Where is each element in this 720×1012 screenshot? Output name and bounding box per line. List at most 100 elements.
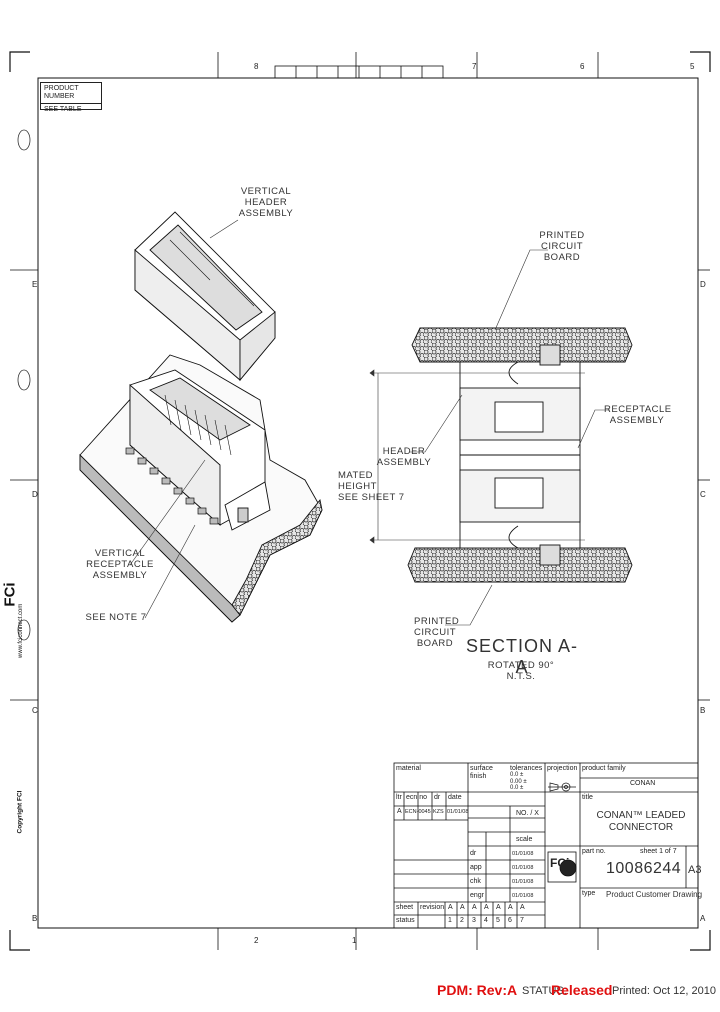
product-number-box: PRODUCT NUMBER SEE TABLE (40, 82, 102, 113)
tb-tolerance-label: tolerances (510, 765, 543, 772)
tb-signoff-chk: chk (470, 878, 481, 885)
tb-revision-row-label: revision (420, 904, 445, 911)
status-value: Released (551, 982, 613, 998)
zone-right-b: B (700, 706, 706, 715)
label-vertical-receptacle: VERTICAL RECEPTACLE ASSEMBLY (86, 548, 154, 581)
frame-corners (9, 51, 711, 951)
tb-type: Product Customer Drawing (606, 890, 703, 899)
tb-rev-val-3: A (472, 904, 477, 911)
side-copyright: Copyright FCI (16, 790, 24, 834)
zone-top-5: 5 (690, 62, 695, 71)
tb-sheet-val-6: 6 (508, 917, 512, 924)
tb-rev-val-2: A (460, 904, 465, 911)
projection-symbol (548, 782, 576, 792)
tb-size: A3 (688, 864, 702, 876)
label-vertical-header: VERTICAL HEADER ASSEMBLY (238, 186, 294, 219)
tb-signoff-date-2: 01/01/08 (512, 865, 534, 871)
iso-header (134, 211, 276, 382)
zone-left-b: B (32, 914, 38, 923)
iso-leaders (129, 219, 239, 619)
iso-receptacle (129, 369, 271, 531)
label-see-note: SEE NOTE 7 (85, 612, 147, 623)
tb-rev-header-ecn: ecn no (406, 794, 428, 801)
tb-part-number-label: part no. (582, 848, 606, 855)
section-pcb-top (411, 327, 633, 363)
tb-rev-header-dr: dr (434, 794, 441, 801)
tb-logo-text: FCi (550, 856, 570, 870)
zone-top-6: 6 (580, 62, 585, 71)
section-leaders (410, 249, 610, 626)
tb-sheet-val-2: 2 (460, 917, 464, 924)
zone-right-a: A (700, 914, 706, 923)
zone-bottom-1: 1 (352, 936, 357, 945)
label-receptacle-assembly: RECEPTACLE ASSEMBLY (604, 404, 672, 426)
zone-top-8: 8 (254, 62, 259, 71)
section-axes (369, 369, 585, 544)
tb-product-family-label: product family (582, 765, 626, 772)
tb-signoff-dr: dr (470, 850, 477, 857)
tb-signoff-date-4: 01/01/08 (512, 893, 534, 899)
zone-ticks (10, 52, 710, 950)
tb-signoff-date-1: 01/01/08 (512, 851, 534, 857)
tb-scale-label: scale (516, 836, 533, 843)
tb-rev-val-5: A (496, 904, 501, 911)
side-logo-site: www.fciconnect.com (18, 603, 24, 658)
tb-product-family: CONAN (630, 780, 656, 787)
zone-left-e: E (32, 280, 38, 289)
product-number-label: PRODUCT NUMBER (41, 83, 101, 104)
punch-holes (17, 129, 31, 641)
tb-part-number: 10086244 (606, 860, 682, 877)
tb-rev-val-1: A (448, 904, 453, 911)
title-block-logo (547, 851, 577, 883)
tb-sheet-val-7: 7 (520, 917, 524, 924)
status-label: STATUS: (522, 985, 567, 997)
printed-date: Printed: Oct 12, 2010 (612, 985, 716, 997)
tb-material-label: material (396, 765, 421, 772)
tb-rev-header-date: date (448, 794, 462, 801)
iso-receptacle-pins (125, 447, 219, 525)
side-logo-brand: FCi (1, 582, 19, 607)
tb-rev-val-6: A (508, 904, 513, 911)
tb-sheet: sheet 1 of 7 (640, 848, 677, 855)
product-number-value: SEE TABLE (44, 106, 82, 113)
zone-right-d: D (700, 280, 706, 289)
tb-signoff-app: app (470, 864, 482, 871)
tb-surface-finish-label: surface finish (470, 765, 493, 780)
tb-title-label: title (582, 794, 593, 801)
iso-header-contacts (169, 231, 255, 307)
zone-bottom-2: 2 (254, 936, 259, 945)
tb-sheet-val-5: 5 (496, 917, 500, 924)
section-subtitle: ROTATED 90° N.T.S. (487, 660, 555, 682)
tb-rev-header-ltr: ltr (396, 794, 402, 801)
zone-left-c: C (32, 706, 38, 715)
tb-status-row-label: status (396, 917, 415, 924)
title-block-lines (393, 762, 699, 929)
tb-title: CONAN™ LEADED CONNECTOR (596, 810, 686, 833)
zone-top-7: 7 (472, 62, 477, 71)
tb-sheet-val-1: 1 (448, 917, 452, 924)
tb-sheet-val-3: 3 (472, 917, 476, 924)
tb-rev-val-4: A (484, 904, 489, 911)
iso-receptacle-contacts (164, 394, 232, 456)
tb-rev-row-date: 01/01/08 (447, 809, 469, 815)
label-header-assembly: HEADER ASSEMBLY (376, 446, 432, 468)
tb-type-label: type (582, 890, 596, 897)
zone-left-d: D (32, 490, 38, 499)
label-pcb-top: PRINTED CIRCUIT BOARD (539, 230, 585, 263)
side-logo: FCi www.fciconnect.com (2, 568, 36, 658)
section-title: SECTION A-A (465, 636, 578, 677)
tb-tolerance-values: 0.0 ± 0.00 ± 0.0 ± (510, 772, 527, 791)
tb-projection-label: projection (547, 765, 578, 772)
tb-scale-value: NO. / X (516, 810, 539, 817)
tb-sheet-row-label: sheet (396, 904, 414, 911)
pdm-rev: PDM: Rev:A (437, 982, 518, 998)
tb-rev-val-7: A (520, 904, 525, 911)
tb-rev-row-ltr: A (397, 808, 402, 815)
tb-signoff-date-3: 01/01/08 (512, 879, 534, 885)
label-pcb-bottom: PRINTED CIRCUIT BOARD (414, 616, 460, 649)
section-pcb-bottom (407, 547, 633, 583)
tb-sheet-val-4: 4 (484, 917, 488, 924)
tb-signoff-engr: engr (470, 892, 485, 899)
tb-rev-row-dr: KZS (433, 809, 444, 815)
